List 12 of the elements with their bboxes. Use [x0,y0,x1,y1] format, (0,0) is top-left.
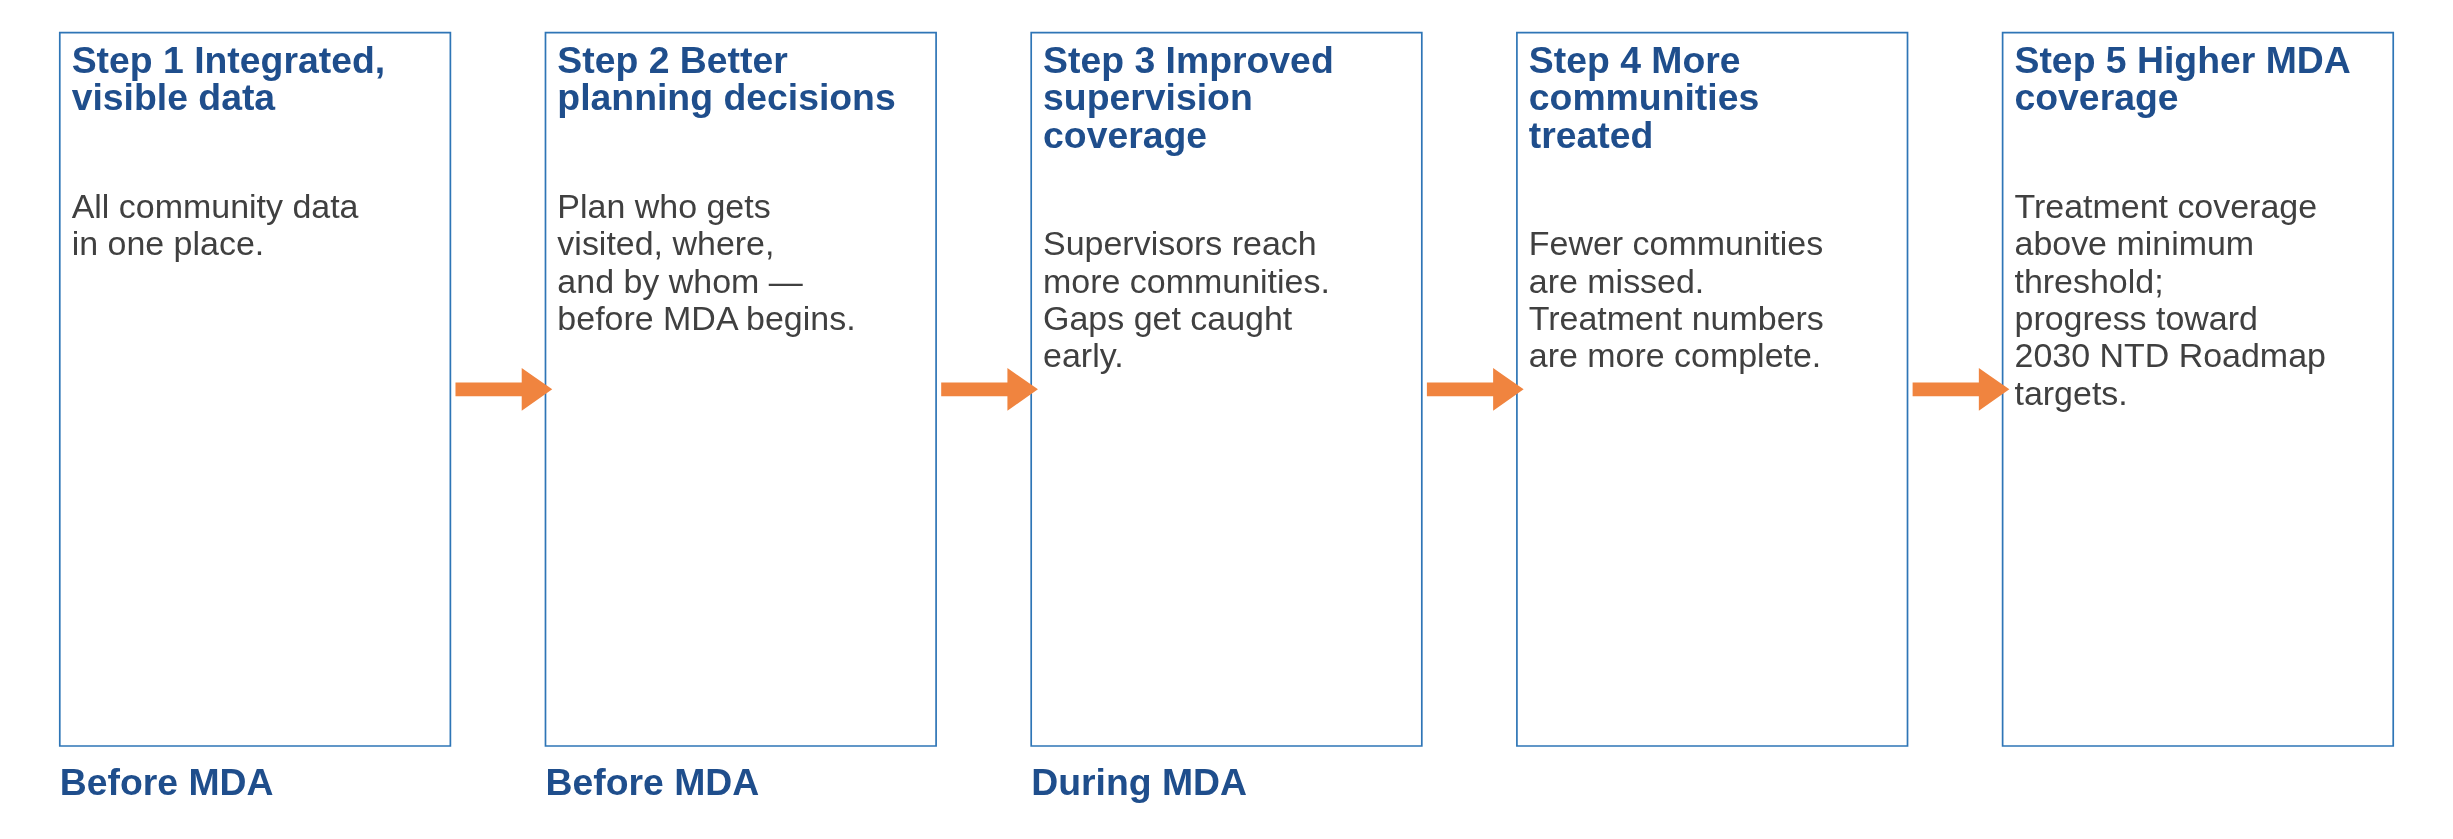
node-label: Before MDA [545,760,760,803]
node-box: Step 1 Integrated, visible data All community data in one place. [58,31,452,747]
node-box: Step 3 Improved supervision coverage Supervisors reach more communities. Gaps get caught early. [1030,31,1423,747]
arrow [941,367,1038,411]
node-box: Step 4 More communities treated Fewer communities are missed. Treatment numbers are more complete. [1516,31,1909,747]
node-label: During MDA [1031,760,1248,803]
node-label: Before MDA [59,760,274,803]
arrow [1426,367,1524,411]
node-box: Step 2 Better planning decisions Plan who gets visited, where, and by whom — before MDA begins. [544,31,937,747]
arrow [455,367,553,411]
node-box: Step 5 Higher MDA coverage Treatment coverage above minimum threshold; progress toward 2030 NTD Roadmap targets. [2001,31,2395,747]
arrow [1912,367,2010,411]
